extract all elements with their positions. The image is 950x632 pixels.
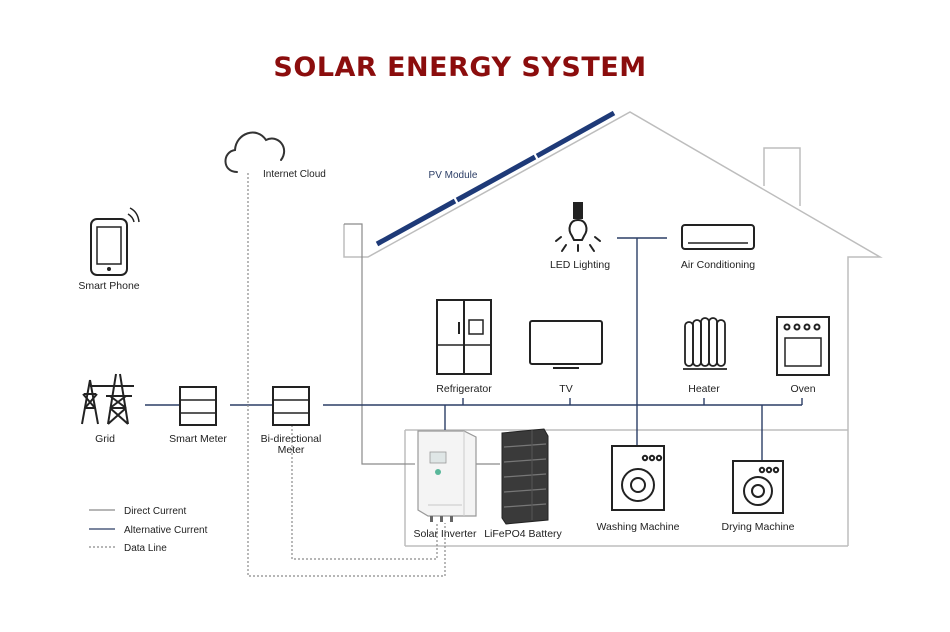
meter-icon <box>179 386 217 426</box>
legend-data-label: Data Line <box>124 543 167 554</box>
grid-label: Grid <box>95 433 115 445</box>
light-bulb-icon <box>555 202 601 252</box>
power-tower-icon <box>81 373 134 425</box>
heater-label: Heater <box>688 383 720 395</box>
smart-meter: Smart Meter <box>169 386 227 445</box>
house-outline <box>343 111 883 547</box>
legend-ac-label: Alternative Current <box>124 525 208 536</box>
data-lines <box>247 173 446 577</box>
smart-meter-label: Smart Meter <box>169 433 227 445</box>
drying-machine-icon <box>732 460 784 514</box>
legend-dc-label: Direct Current <box>124 506 186 517</box>
heater: Heater <box>683 317 727 395</box>
smart-phone: Smart Phone <box>78 207 140 292</box>
bidirectional-meter-label-line1: Bi-directional <box>261 433 322 445</box>
meter-icon <box>272 386 310 426</box>
refrigerator-icon <box>436 299 492 375</box>
inverter-icon <box>417 430 477 522</box>
pv-module-panel <box>375 110 616 247</box>
oven-icon <box>776 316 830 376</box>
page-title: SOLAR ENERGY SYSTEM <box>273 52 647 83</box>
air-conditioner-icon <box>681 224 755 250</box>
bidirectional-meter-label-line2: Meter <box>278 444 305 456</box>
lifepo4-battery: LiFePO4 Battery <box>484 428 563 540</box>
oven-label: Oven <box>790 383 815 395</box>
dc-lines <box>344 223 500 465</box>
tv: TV <box>529 320 603 395</box>
drying-machine-label: Drying Machine <box>722 521 795 533</box>
washing-machine: Washing Machine <box>596 445 680 533</box>
air-conditioning: Air Conditioning <box>681 224 755 271</box>
cloud-icon <box>224 131 286 173</box>
grid: Grid <box>81 373 134 445</box>
refrigerator-label: Refrigerator <box>436 383 492 395</box>
refrigerator: Refrigerator <box>436 299 492 395</box>
tv-label: TV <box>559 383 572 395</box>
bidirectional-meter: Bi-directional Meter <box>261 386 322 456</box>
washing-machine-icon <box>611 445 665 511</box>
washing-machine-label: Washing Machine <box>596 521 679 533</box>
pv-module-label: PV Module <box>429 170 478 181</box>
legend: Direct Current Alternative Current Data … <box>89 506 208 554</box>
oven: Oven <box>776 316 830 395</box>
solar-inverter-label: Solar Inverter <box>413 528 477 540</box>
battery-label: LiFePO4 Battery <box>484 528 562 540</box>
tv-icon <box>529 320 603 369</box>
smart-phone-label: Smart Phone <box>78 280 139 292</box>
internet-cloud-label: Internet Cloud <box>263 169 326 180</box>
internet-cloud: Internet Cloud <box>224 131 326 180</box>
air-conditioning-label: Air Conditioning <box>681 259 755 271</box>
ac-lines <box>145 237 803 460</box>
heater-icon <box>683 317 727 370</box>
smartphone-icon <box>90 207 140 276</box>
solar-inverter: Solar Inverter <box>413 430 477 540</box>
led-lighting-label: LED Lighting <box>550 259 610 271</box>
led-lighting: LED Lighting <box>550 202 610 271</box>
drying-machine: Drying Machine <box>722 460 795 533</box>
battery-stack-icon <box>501 428 549 525</box>
